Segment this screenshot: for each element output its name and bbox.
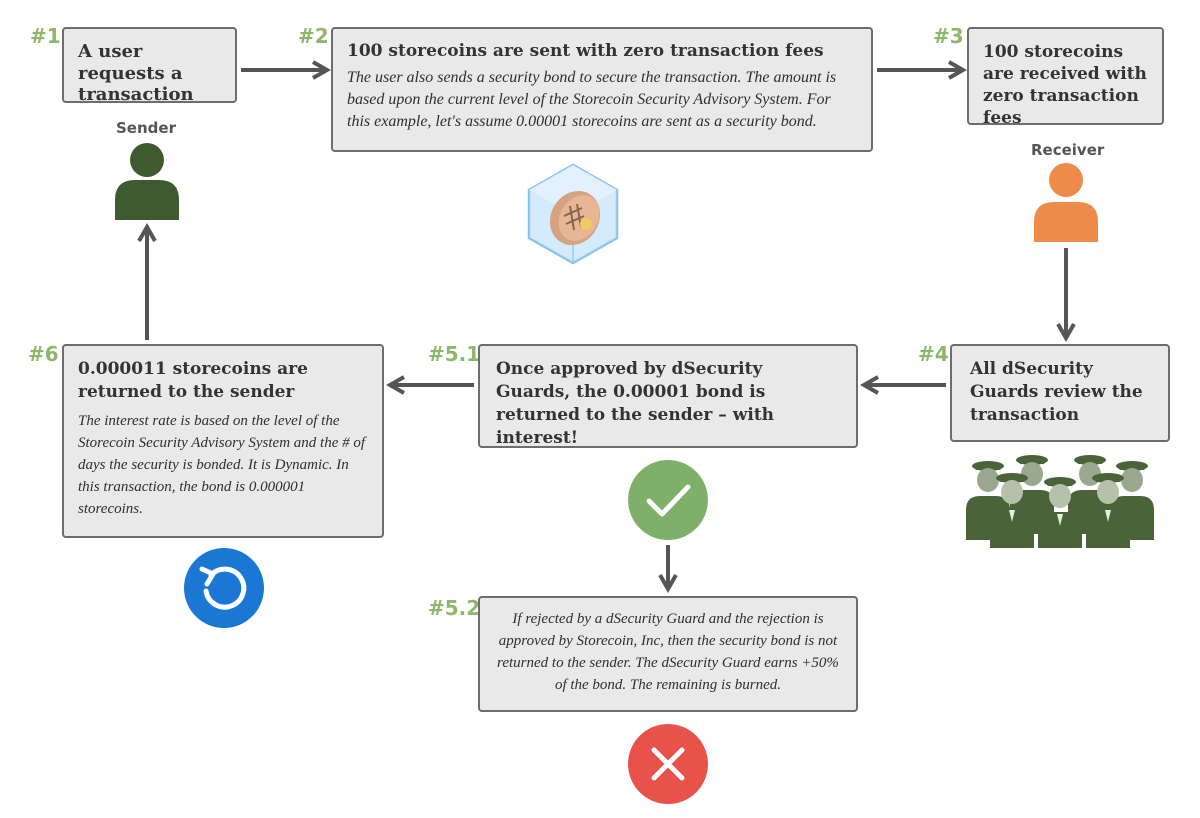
step-5-1-title: Once approved by dSecurity Guards, the 0… bbox=[496, 359, 775, 448]
step-2-title: 100 storecoins are sent with zero transa… bbox=[347, 41, 824, 61]
refresh-icon bbox=[184, 548, 264, 628]
step-6-box: 0.000011 storecoins are returned to the … bbox=[62, 344, 384, 538]
step-4-box: All dSecurity Guards review the transact… bbox=[950, 344, 1170, 442]
step-number-3: #3 bbox=[933, 24, 964, 48]
step-6-title: 0.000011 storecoins are returned to the … bbox=[78, 359, 308, 402]
step-number-4: #4 bbox=[918, 342, 949, 366]
coin-cube-icon bbox=[527, 163, 619, 265]
step-4-title: All dSecurity Guards review the transact… bbox=[970, 359, 1143, 425]
sender-label: Sender bbox=[116, 119, 176, 137]
step-5-1-box: Once approved by dSecurity Guards, the 0… bbox=[478, 344, 858, 448]
x-circle-icon bbox=[628, 724, 708, 804]
step-5-2-body: If rejected by a dSecurity Guard and the… bbox=[497, 611, 839, 693]
step-number-2: #2 bbox=[298, 24, 329, 48]
step-1-title: A user requests a transaction bbox=[78, 41, 194, 106]
step-3-box: 100 storecoins are received with zero tr… bbox=[967, 27, 1164, 128]
check-circle-icon bbox=[628, 460, 708, 540]
step-1-box: A user requests a transaction bbox=[62, 27, 237, 106]
step-3-title: 100 storecoins are received with zero tr… bbox=[983, 42, 1147, 129]
step-2-box: 100 storecoins are sent with zero transa… bbox=[331, 27, 873, 152]
step-number-5-2: #5.2 bbox=[428, 596, 481, 620]
step-5-2-box: If rejected by a dSecurity Guard and the… bbox=[478, 596, 858, 712]
receiver-person-icon bbox=[1034, 163, 1098, 242]
step-6-body: The interest rate is based on the level … bbox=[78, 412, 366, 517]
step-number-1: #1 bbox=[30, 24, 61, 48]
step-2-body: The user also sends a security bond to s… bbox=[347, 69, 837, 131]
step-number-5-1: #5.1 bbox=[428, 342, 481, 366]
step-number-6: #6 bbox=[28, 342, 59, 366]
guards-group-icon bbox=[966, 455, 1154, 548]
sender-person-icon bbox=[115, 143, 179, 220]
receiver-label: Receiver bbox=[1031, 141, 1105, 159]
